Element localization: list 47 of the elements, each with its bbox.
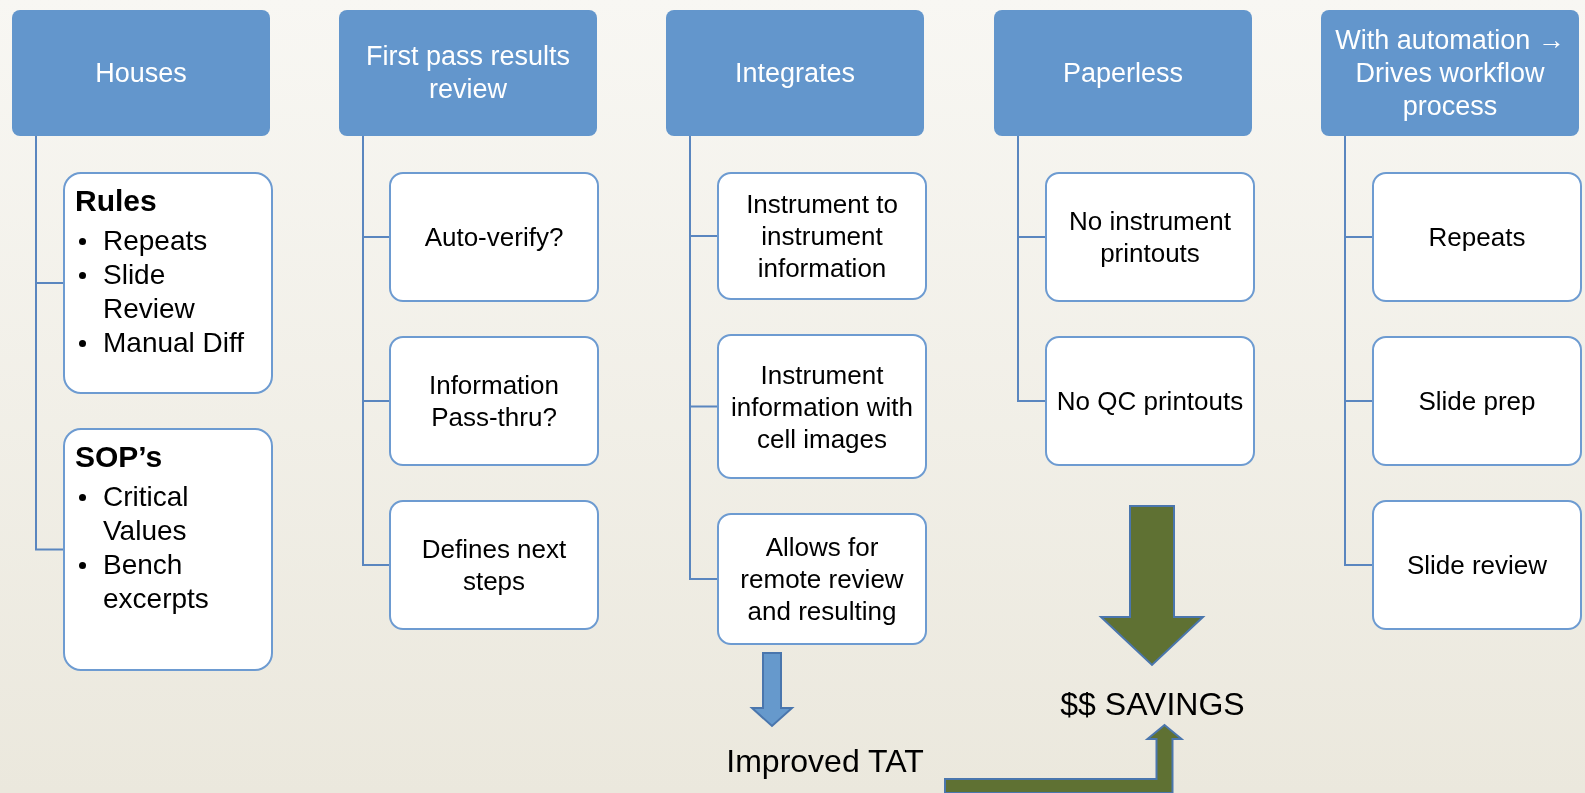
item-text: Defines next steps [420, 533, 568, 597]
bullet-item: Slide Review [103, 258, 196, 326]
header-box [1321, 10, 1579, 136]
item-box [1372, 500, 1582, 630]
block-arrow [749, 652, 795, 728]
item-box [717, 334, 927, 479]
header-text: With automation → Drives workflow process [1334, 23, 1566, 123]
item-text: Slide prep [1418, 385, 1536, 417]
item-text: No instrument printouts [1068, 205, 1232, 269]
item-text: Information Pass-thru? [427, 369, 561, 433]
item-box [1045, 172, 1255, 302]
header-text: Houses [95, 56, 187, 90]
bullet-item: Repeats [103, 224, 208, 258]
header-text: Paperless [1062, 56, 1184, 90]
item-box [1372, 336, 1582, 466]
list-box [63, 428, 273, 671]
item-text: Instrument information with cell images [729, 358, 915, 455]
item-box [1045, 336, 1255, 466]
header-text: First pass results review [364, 40, 571, 106]
header-box [339, 10, 597, 136]
item-text: Allows for remote review and resulting [739, 531, 905, 627]
item-text: Repeats [1428, 221, 1526, 253]
header-box [12, 10, 270, 136]
bullet-item: Bench excerpts [103, 548, 210, 616]
header-box [666, 10, 924, 136]
result-text: $$ SAVINGS [1060, 685, 1245, 724]
block-arrow [1098, 505, 1206, 667]
header-text: Integrates [734, 56, 856, 90]
bullet-item: Critical Values [103, 480, 190, 548]
item-text: Slide review [1406, 549, 1548, 581]
bullet-item: Manual Diff [103, 326, 245, 360]
list-heading: Rules [75, 183, 157, 219]
list-heading: SOP’s [75, 439, 163, 475]
item-box [389, 172, 599, 302]
item-box [1372, 172, 1582, 302]
block-arrow [944, 723, 1185, 793]
item-text: Instrument to instrument information [745, 188, 899, 284]
item-text: Auto-verify? [424, 221, 564, 253]
item-box [389, 500, 599, 630]
item-text: No QC printouts [1056, 385, 1244, 417]
result-text: Improved TAT [726, 742, 924, 781]
item-box [717, 172, 927, 300]
item-box [389, 336, 599, 466]
connector-line [1017, 135, 1046, 402]
header-box [994, 10, 1252, 136]
list-box [63, 172, 273, 394]
item-box [717, 513, 927, 645]
